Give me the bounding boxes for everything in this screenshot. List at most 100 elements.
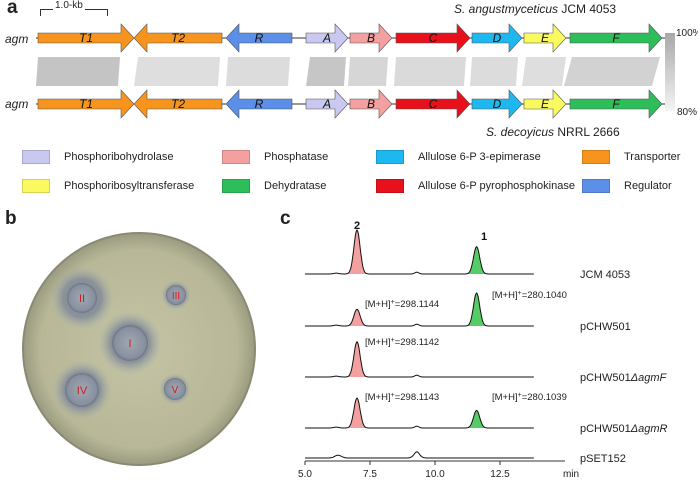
gene-arrow-a (305, 89, 349, 119)
legend-item: Dehydratase (222, 179, 326, 193)
legend-swatch (582, 179, 610, 193)
gene-arrow-d (471, 89, 523, 119)
strain-top-label: S. angustmyceticus JCM 4053 (454, 2, 616, 16)
identity-block (394, 57, 466, 86)
x-tick-label: 7.5 (363, 469, 377, 480)
paper-disc (112, 325, 148, 361)
legend-swatch (376, 150, 404, 164)
trace-label: JCM 4053 (580, 269, 630, 281)
strain-bottom-species: S. decoyicus (486, 125, 555, 139)
legend-item: Transporter (582, 150, 680, 164)
paper-disc (166, 285, 186, 305)
trace-line (305, 229, 534, 275)
legend-item: Allulose 6-P 3-epimerase (376, 150, 541, 164)
paper-disc (67, 283, 97, 313)
gene-arrow-t2 (133, 23, 223, 53)
strain-bottom-label: S. decoyicus NRRL 2666 (486, 125, 620, 139)
trace-label: pCHW501 (580, 321, 631, 333)
strain-top-species: S. angustmyceticus (454, 2, 559, 16)
x-tick-label: 5.0 (298, 469, 312, 480)
gene-label: F (612, 97, 620, 111)
peak-fill (347, 398, 367, 428)
gene-arrow-f (569, 89, 663, 119)
cluster-label-bottom: agm (5, 97, 29, 111)
gene-arrow-c (395, 23, 471, 53)
peak-fill (467, 293, 486, 326)
gene-arrow-c (395, 89, 471, 119)
legend-item: Allulose 6-P pyrophosphokinase (376, 179, 575, 193)
gene-label: D (493, 97, 502, 111)
legend-swatch (582, 150, 610, 164)
strain-top-id: JCM 4053 (561, 2, 617, 16)
identity-scale-bar (665, 33, 675, 111)
identity-min-label: 80% (677, 107, 698, 118)
gene-arrow-t2 (133, 89, 223, 119)
legend-label: Allulose 6-P 3-epimerase (418, 151, 541, 163)
trace-label: pSET152 (580, 453, 626, 465)
legend-item: Phosphatase (222, 150, 328, 164)
identity-block (470, 57, 518, 86)
zone-label: II (79, 293, 85, 305)
zone-label: I (128, 338, 131, 350)
trace-line (305, 292, 534, 327)
zone-label: V (172, 385, 179, 396)
legend-item: Phosphoribohydrolase (22, 150, 173, 164)
gene-arrow-d (471, 23, 523, 53)
identity-block (306, 57, 346, 86)
zone-label: III (172, 291, 180, 302)
gene-label: F (612, 31, 620, 45)
trace-line (305, 451, 534, 459)
gene-label: B (367, 31, 375, 45)
gene-arrow-b (349, 89, 393, 119)
legend-item: Regulator (582, 179, 672, 193)
gene-arrow-b (349, 23, 393, 53)
legend-label: Allulose 6-P pyrophosphokinase (418, 180, 575, 192)
x-axis-unit: min (563, 469, 579, 480)
mass-annotation: [M+H]+=298.1143 (365, 392, 439, 404)
mass-annotation: [M+H]+=280.1039 (492, 392, 567, 404)
gene-label: E (541, 31, 550, 45)
gene-arrow-r (225, 89, 293, 119)
gene-label: T2 (171, 97, 185, 111)
mass-annotation: [M+H]+=280.1040 (492, 290, 567, 302)
x-tick-label: 12.5 (490, 469, 510, 480)
identity-block (522, 57, 566, 86)
paper-disc (164, 378, 186, 400)
peak-fill (347, 230, 367, 274)
identity-block (348, 57, 388, 86)
gene-arrow-a (305, 23, 349, 53)
gene-label: A (322, 31, 331, 45)
paper-disc (65, 373, 99, 407)
gene-label: B (367, 97, 375, 111)
panel-a-letter: a (7, 0, 18, 18)
mass-annotation: [M+H]+=298.1142 (365, 337, 439, 349)
legend-label: Phosphoribohydrolase (64, 151, 174, 163)
mass-annotation: [M+H]+=298.1144 (365, 299, 439, 311)
legend-label: Dehydratase (264, 180, 327, 192)
gene-label: T1 (79, 31, 93, 45)
legend-label: Transporter (624, 151, 681, 163)
gene-label: C (429, 97, 438, 111)
cluster-label-top: agm (5, 32, 29, 46)
gene-arrow-t1 (37, 23, 135, 53)
identity-block (226, 57, 290, 86)
x-tick-label: 10.0 (425, 469, 445, 480)
trace-label: pCHW501ΔagmF (580, 372, 668, 384)
legend-label: Phosphatase (264, 151, 329, 163)
gene-arrow-r (225, 23, 293, 53)
identity-block (564, 57, 660, 86)
peak-fill (347, 309, 367, 326)
peak-label-2: 2 (354, 220, 360, 232)
legend-label: Regulator (624, 180, 672, 192)
legend-swatch (22, 150, 50, 164)
gene-label: T1 (79, 97, 93, 111)
trace-line (305, 341, 534, 378)
gene-arrow-t1 (37, 89, 135, 119)
peak-fill (467, 410, 486, 428)
gene-label: E (541, 97, 550, 111)
panel-b-letter: b (5, 208, 17, 229)
gene-label: R (255, 97, 264, 111)
legend-swatch (222, 179, 250, 193)
